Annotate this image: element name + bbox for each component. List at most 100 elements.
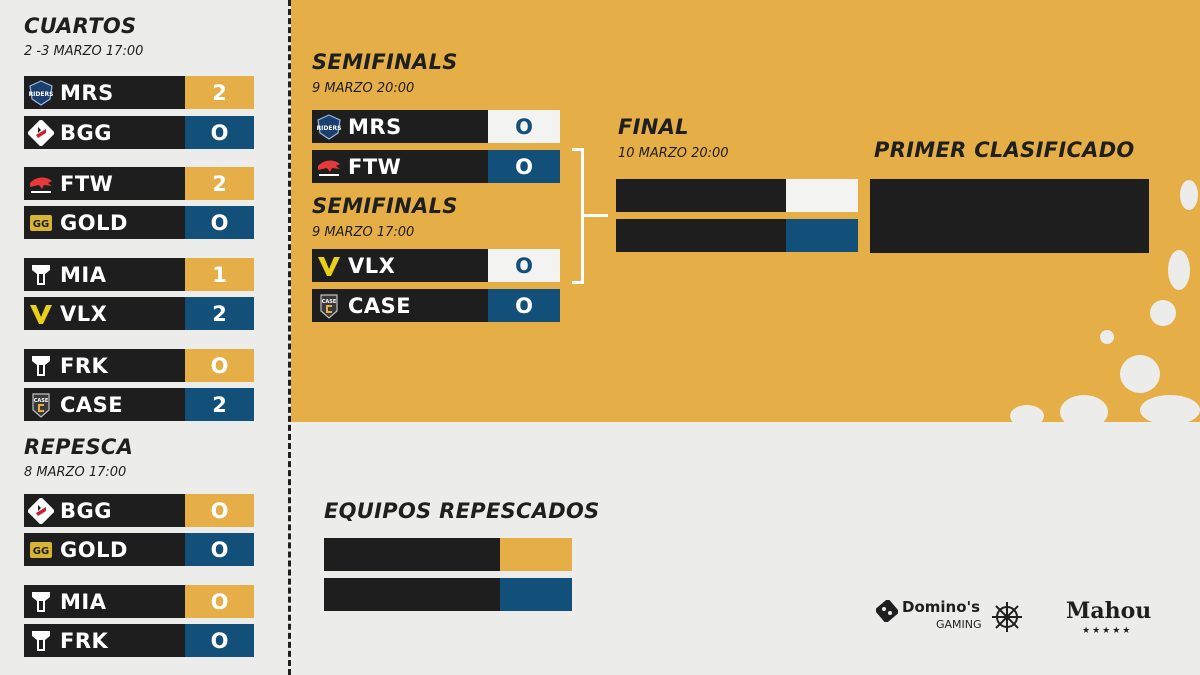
final-slot-score [786, 179, 858, 212]
team-score: O [488, 110, 560, 143]
repescado-slot-1 [324, 538, 572, 571]
team-cell: FRK [24, 349, 185, 382]
team-cell: CASE CASE [24, 388, 185, 421]
semifinal-2-date: 9 MARZO 17:00 [312, 225, 415, 240]
gold-logo: GG [28, 537, 54, 563]
team-row: GG GOLD O [24, 206, 254, 239]
team-row: FTW 2 [24, 167, 254, 200]
team-row: FRK O [24, 349, 254, 382]
splatter [1100, 330, 1114, 344]
vlx-logo [316, 253, 342, 279]
team-cell: FRK [24, 624, 185, 657]
repesca-date: 8 MARZO 17:00 [24, 465, 127, 480]
repesca-title: REPESCA [24, 435, 134, 459]
team-name: FTW [348, 154, 402, 179]
team-name: MRS [348, 114, 402, 139]
splatter [1140, 395, 1200, 425]
final-slot-team [616, 219, 786, 252]
splatter [1180, 180, 1198, 210]
mahou-text: Mahou [1066, 598, 1152, 624]
team-score: 2 [185, 297, 254, 330]
team-score: 2 [185, 76, 254, 109]
cuartos-date: 2 -3 MARZO 17:00 [24, 44, 144, 59]
ftw-logo [316, 154, 342, 180]
bracket-connector [572, 148, 584, 284]
dominos-text: Domino's [902, 598, 981, 616]
team-score: O [185, 206, 254, 239]
team-name: MIA [60, 589, 107, 614]
team-score: O [185, 624, 254, 657]
team-score: O [185, 494, 254, 527]
team-cell: MIA [24, 258, 185, 291]
team-name: FTW [60, 171, 114, 196]
frk-logo [28, 353, 54, 379]
ftw-logo [28, 171, 54, 197]
bgg-logo [28, 119, 54, 146]
team-cell: VLX [312, 249, 488, 282]
ship-wheel-icon [992, 602, 1022, 632]
dominos-gaming-logo: Domino's GAMING [876, 596, 1026, 640]
svg-text:GG: GG [33, 219, 49, 230]
team-name: GOLD [60, 537, 128, 562]
team-score: O [185, 349, 254, 382]
mia-logo [28, 262, 54, 288]
team-name: BGG [60, 120, 112, 145]
final-slot-score [786, 219, 858, 252]
splatter [1120, 355, 1160, 393]
svg-text:GG: GG [33, 546, 49, 557]
team-cell: GG GOLD [24, 533, 185, 566]
team-score: 1 [185, 258, 254, 291]
team-score: O [185, 585, 254, 618]
svg-text:RIDERS: RIDERS [29, 91, 54, 98]
team-name: FRK [60, 353, 109, 378]
team-name: MIA [60, 262, 107, 287]
team-cell: RIDERS MRS [24, 76, 185, 109]
repescados-title: EQUIPOS REPESCADOS [324, 499, 600, 523]
semifinal-2-title: SEMIFINALS [312, 194, 458, 218]
bgg-logo [28, 497, 54, 524]
team-cell: VLX [24, 297, 185, 330]
bracket-connector-arm [584, 214, 608, 217]
team-row: RIDERS MRS O [312, 110, 560, 143]
gaming-text: GAMING [936, 618, 982, 631]
semifinal-1-title: SEMIFINALS [312, 50, 458, 74]
team-score: 2 [185, 167, 254, 200]
team-cell: FTW [312, 150, 488, 183]
splatter [1060, 395, 1108, 429]
repescado-slot-team [324, 538, 500, 571]
team-name: MRS [60, 80, 114, 105]
mahou-logo: Mahou ★★★★★ [1064, 598, 1160, 642]
repescado-slot-score [500, 538, 572, 571]
team-row: FTW O [312, 150, 560, 183]
svg-text:RIDERS: RIDERS [317, 125, 342, 132]
team-cell: FTW [24, 167, 185, 200]
svg-text:CASE: CASE [34, 398, 49, 404]
team-name: CASE [348, 293, 412, 318]
team-cell: GG GOLD [24, 206, 185, 239]
case-logo: CASE [28, 392, 54, 418]
team-cell: BGG [24, 116, 185, 149]
repescado-slot-score [500, 578, 572, 611]
repescado-slot-2 [324, 578, 572, 611]
team-name: BGG [60, 498, 112, 523]
semifinal-1-date: 9 MARZO 20:00 [312, 81, 415, 96]
team-score: O [488, 289, 560, 322]
team-row: MIA O [24, 585, 254, 618]
team-cell: MIA [24, 585, 185, 618]
team-score: O [185, 533, 254, 566]
frk-logo [28, 628, 54, 654]
domino-tile-icon [876, 600, 898, 622]
team-name: GOLD [60, 210, 128, 235]
team-score: O [488, 150, 560, 183]
winner-title: PRIMER CLASIFICADO [874, 138, 1135, 162]
team-score: O [488, 249, 560, 282]
team-row: RIDERS MRS 2 [24, 76, 254, 109]
team-name: CASE [60, 392, 124, 417]
final-slot-2 [616, 219, 858, 252]
team-cell: BGG [24, 494, 185, 527]
